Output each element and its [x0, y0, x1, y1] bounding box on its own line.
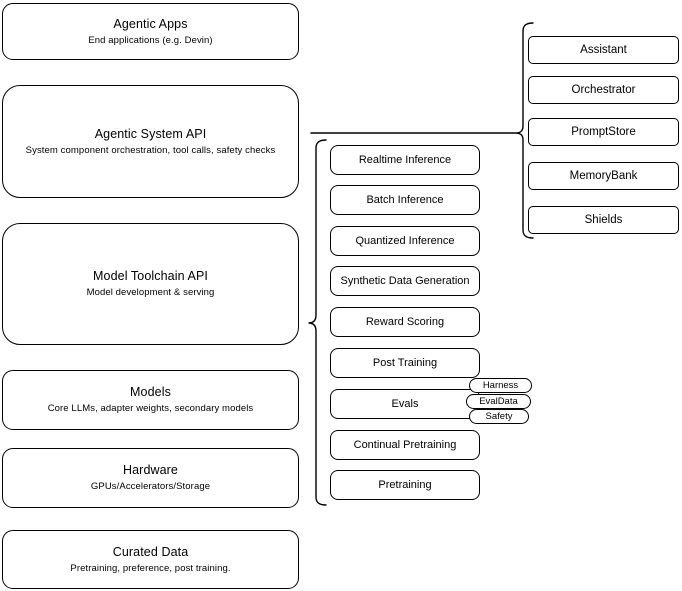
node-batch-inference: Batch Inference [330, 185, 480, 215]
node-orchestrator: Orchestrator [528, 76, 679, 104]
node-title: Curated Data [112, 544, 189, 559]
tag-safety: Safety [469, 409, 529, 424]
node-promptstore: PromptStore [528, 118, 679, 146]
node-continual-pretraining: Continual Pretraining [330, 430, 480, 460]
node-quantized-inference: Quantized Inference [330, 226, 480, 256]
node-label: Shields [584, 214, 623, 226]
node-label: MemoryBank [569, 170, 638, 182]
node-label: Synthetic Data Generation [340, 275, 470, 287]
tag-label: EvalData [479, 396, 518, 407]
node-label: Evals [391, 398, 419, 410]
node-label: Quantized Inference [355, 235, 455, 247]
node-title: Model Toolchain API [93, 269, 208, 283]
node-title: Agentic Apps [113, 16, 188, 31]
node-title: Hardware [123, 463, 178, 477]
node-assistant: Assistant [528, 36, 679, 64]
node-label: Realtime Inference [358, 154, 452, 166]
node-title: Models [130, 385, 171, 399]
node-label: Continual Pretraining [353, 439, 457, 451]
node-hardware: Hardware GPUs/Accelerators/Storage [2, 448, 299, 508]
node-curated-data: Curated Data Pretraining, preference, po… [2, 530, 299, 589]
tag-evaldata: EvalData [466, 394, 531, 409]
node-subtitle: Model development & serving [86, 287, 215, 298]
node-label: Assistant [580, 44, 627, 56]
toolchain-brace [308, 139, 327, 506]
node-memorybank: MemoryBank [528, 162, 679, 190]
node-shields: Shields [528, 206, 679, 234]
node-label: Pretraining [378, 479, 432, 491]
node-title: Agentic System API [94, 126, 207, 141]
node-label: PromptStore [571, 126, 636, 138]
node-pretraining: Pretraining [330, 470, 480, 500]
node-realtime-inference: Realtime Inference [330, 145, 480, 175]
node-agentic-apps: Agentic Apps End applications (e.g. Devi… [2, 3, 299, 60]
node-subtitle: System component orchestration, tool cal… [25, 144, 276, 156]
node-label: Reward Scoring [365, 316, 445, 328]
node-evals: Evals [330, 389, 480, 419]
tag-label: Harness [482, 380, 519, 391]
node-label: Orchestrator [571, 84, 636, 96]
node-post-training: Post Training [330, 348, 480, 378]
node-subtitle: Pretraining, preference, post training. [70, 562, 231, 574]
node-subtitle: GPUs/Accelerators/Storage [90, 481, 211, 492]
node-model-toolchain-api: Model Toolchain API Model development & … [2, 223, 299, 345]
node-subtitle: Core LLMs, adapter weights, secondary mo… [47, 403, 254, 414]
node-synthetic-data-generation: Synthetic Data Generation [330, 266, 480, 296]
node-reward-scoring: Reward Scoring [330, 307, 480, 337]
node-label: Post Training [372, 357, 438, 369]
tag-harness: Harness [469, 378, 532, 393]
node-models: Models Core LLMs, adapter weights, secon… [2, 370, 299, 430]
node-subtitle: End applications (e.g. Devin) [88, 34, 213, 46]
tag-label: Safety [485, 411, 513, 422]
node-agentic-system-api: Agentic System API System component orch… [2, 85, 299, 198]
node-label: Batch Inference [366, 194, 444, 206]
